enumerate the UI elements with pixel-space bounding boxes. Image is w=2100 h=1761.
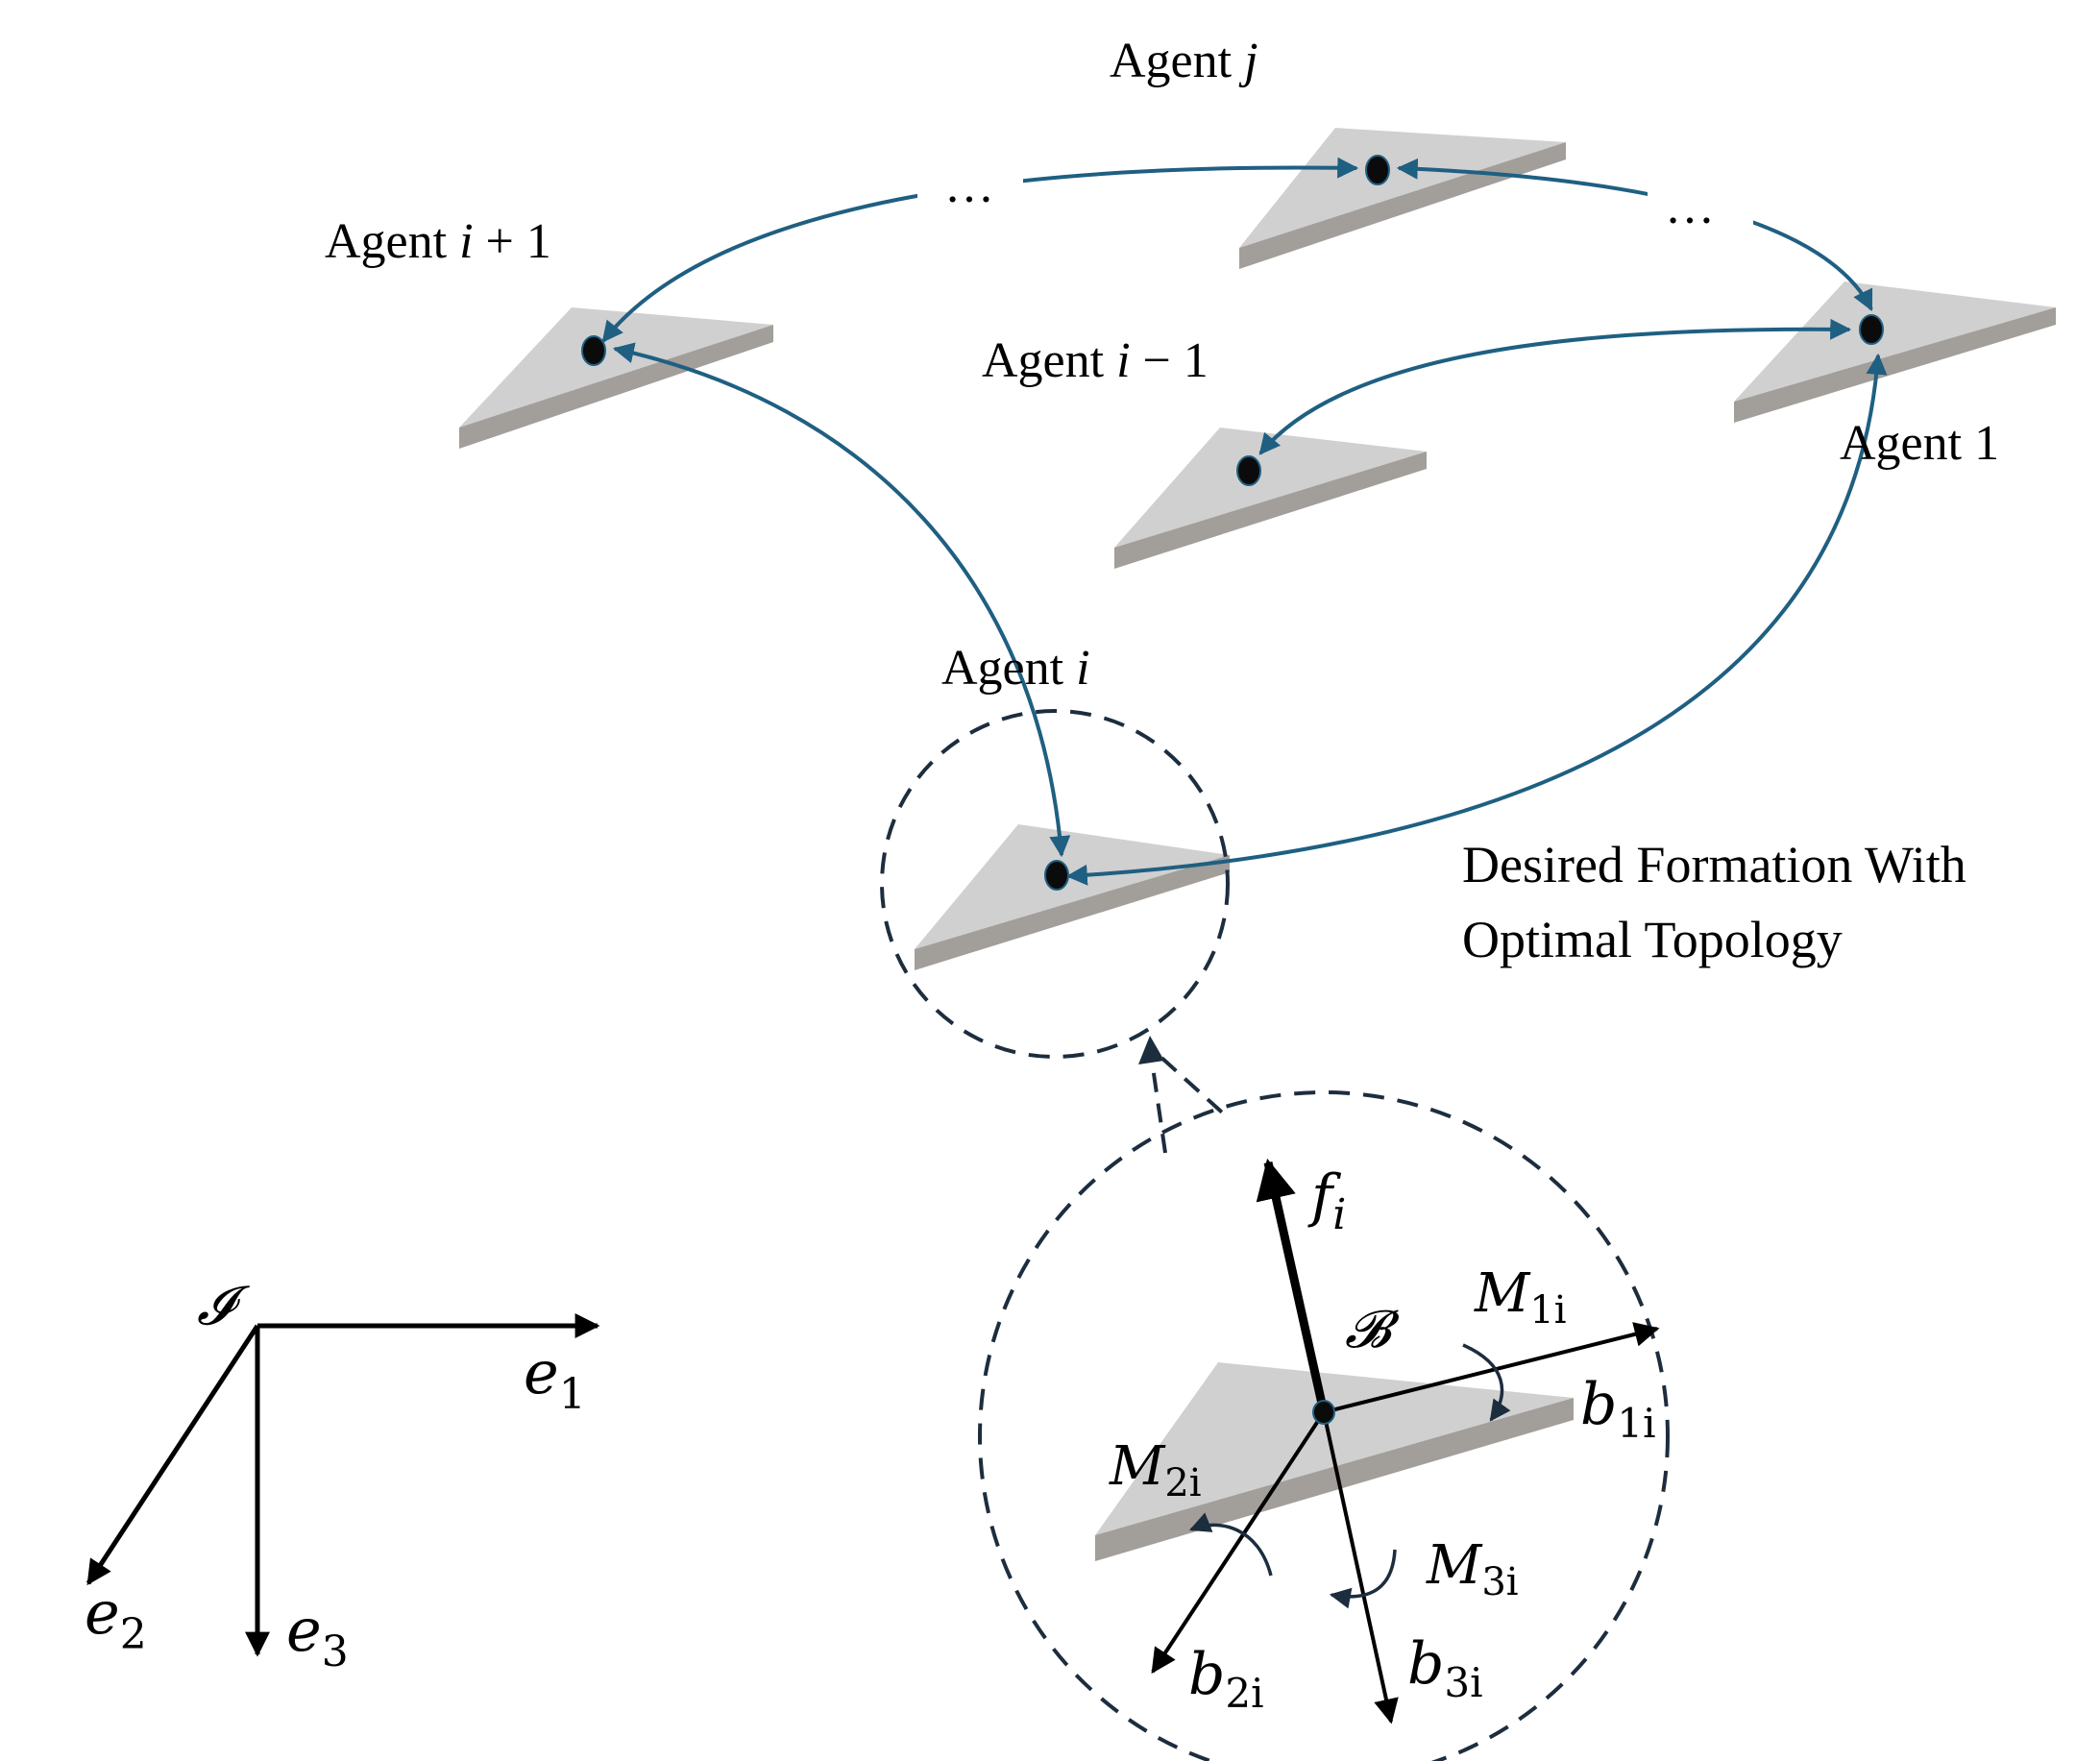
ellipsis-left: …: [944, 159, 994, 213]
node-agent-i-plus-1: [581, 335, 606, 366]
link-i-plus-1-to-i: [612, 342, 1071, 858]
label-agent-i-plus-1: Agent i + 1: [325, 214, 551, 269]
node-agent-i: [1044, 860, 1069, 891]
plate-agent-i: [915, 824, 1230, 970]
b2-axis: [1151, 1410, 1326, 1675]
b3-axis: [1322, 1411, 1399, 1724]
zoom-connector: [1147, 1041, 1232, 1154]
inertial-frame-origin-label: 𝓘: [197, 1275, 250, 1337]
label-agent-i-minus-1: Agent i − 1: [982, 333, 1209, 388]
zoom-connector-arrowhead: [1138, 1036, 1164, 1064]
ellipsis-right: …: [1665, 180, 1715, 234]
M1-label: M1i: [1474, 1262, 1567, 1333]
e2-label: e2: [85, 1578, 147, 1659]
zoom-source-circle: [880, 709, 1230, 1059]
moment-arc-1: [1462, 1343, 1511, 1422]
link-1-to-i: [1065, 353, 1888, 886]
M2-label: M2i: [1109, 1435, 1202, 1505]
label-agent-j: Agent j: [1110, 34, 1258, 88]
plate-agent-1: [1734, 281, 2056, 423]
b3-label: b3i: [1407, 1630, 1483, 1706]
caption-line-1: Desired Formation With: [1462, 836, 1966, 893]
force-arrow: [1256, 1158, 1329, 1413]
plate-agent-j: [1239, 128, 1566, 269]
caption-line-2: Optimal Topology: [1462, 911, 1843, 968]
label-agent-i: Agent i: [941, 641, 1090, 696]
M3-label: M3i: [1426, 1534, 1519, 1604]
e2-axis: [85, 1324, 260, 1586]
zoom-detail-circle: [978, 1090, 1670, 1761]
b2-label: b2i: [1188, 1641, 1264, 1717]
body-frame-origin-label: 𝓑: [1345, 1299, 1400, 1359]
b1-axis: [1323, 1322, 1660, 1414]
moment-arc-3: [1329, 1549, 1397, 1609]
moment-arc-2: [1188, 1512, 1273, 1577]
b1-label: b1i: [1580, 1371, 1656, 1447]
node-agent-i-minus-1: [1236, 455, 1261, 486]
node-agent-1: [1859, 314, 1884, 345]
plate-agent-i-minus-1: [1114, 428, 1427, 569]
label-agent-1: Agent 1: [1840, 416, 1999, 471]
nodes: [581, 155, 1884, 891]
link-j-to-i-plus-1: [601, 157, 1359, 343]
node-agent-j: [1365, 155, 1390, 185]
e1-label: e1: [524, 1337, 586, 1419]
plate-detail: [1095, 1362, 1574, 1561]
force-label: fi: [1307, 1162, 1346, 1239]
body-origin-node: [1312, 1400, 1335, 1425]
e3-label: e3: [286, 1595, 349, 1676]
